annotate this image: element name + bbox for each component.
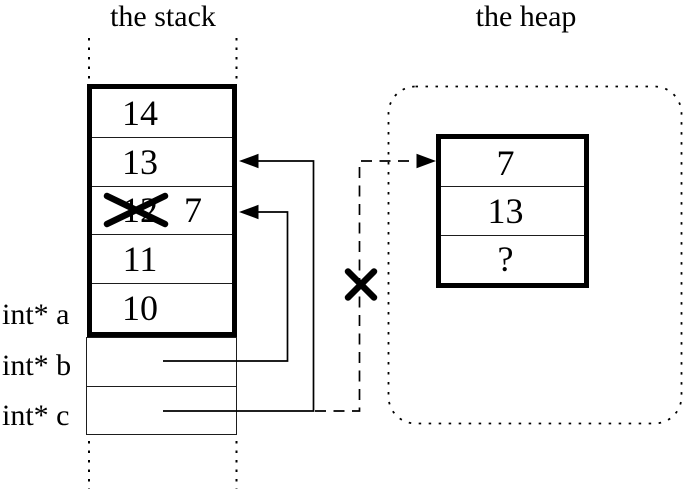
stack-slot-c [87,385,236,435]
heap-title: the heap [475,0,577,33]
stack-slot-b [87,338,236,386]
stack-title: the stack [110,0,216,33]
pointer-label-a: int* a [2,298,70,331]
stack-cell-value: 11 [122,239,158,280]
stack-cell: 10 [92,283,232,332]
stack-cell: 14 [92,89,232,137]
arrowhead-right-icon [416,153,436,169]
pointer-label-c: int* c [2,399,70,432]
stack-cell: 11 [92,234,232,283]
heap-cell: 7 [441,139,584,186]
stack-cell-value: 13 [122,141,158,182]
arrowhead-left-icon [239,204,259,220]
replacement-value: 7 [184,190,202,231]
pointer-label-b: int* b [2,349,72,382]
heap-block-box: 7 13 ? [436,134,589,288]
crossed-out-old-value: 12 [122,190,158,231]
heap-cell: 13 [441,186,584,234]
dangling-pointer-dashed-arrow [315,153,436,412]
stack-cell-overwritten: 12 7 [92,185,232,235]
heap-cell-value: ? [497,239,514,280]
heap-cell: ? [441,234,584,283]
stack-cell: 13 [92,136,232,186]
heap-cell-value: 13 [487,190,524,231]
stack-pointer-slots-box [86,337,237,435]
stack-cell-value: 14 [122,92,158,133]
severed-link-x-icon [344,268,378,301]
stack-cell-value: 10 [122,288,158,329]
heap-cell-value: 7 [496,142,515,183]
stack-frame-box: 14 13 12 7 11 10 [87,84,237,337]
arrowhead-left-icon [239,153,259,169]
